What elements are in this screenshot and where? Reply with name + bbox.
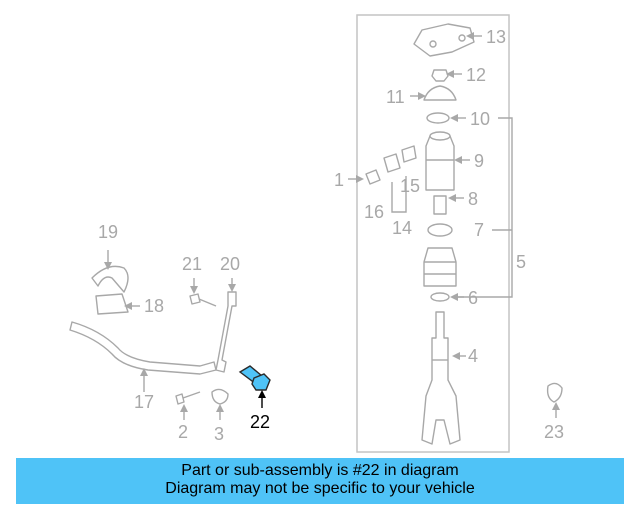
parts-diagram: 1 2 3 4 5 6 7 8 9 10 11 12 13 14 15 16 1…: [69, 14, 564, 453]
part-8-bump-stop[interactable]: [433, 195, 447, 215]
part-10-washer[interactable]: [426, 112, 450, 124]
callout-19[interactable]: 19: [98, 222, 118, 242]
callout-6[interactable]: 6: [468, 288, 478, 308]
callout-2[interactable]: 2: [178, 422, 188, 442]
part-3-nut[interactable]: [211, 388, 229, 405]
part-15-sleeve[interactable]: [401, 145, 417, 163]
callout-14[interactable]: 14: [392, 218, 412, 238]
part-11-bearing[interactable]: [423, 85, 457, 101]
part-4-shock-absorber[interactable]: [421, 311, 461, 445]
callout-17[interactable]: 17: [134, 392, 154, 412]
callout-15[interactable]: 15: [400, 176, 420, 196]
callout-4[interactable]: 4: [468, 346, 478, 366]
banner-line-2: Diagram may not be specific to your vehi…: [165, 480, 475, 497]
part-1-fitting[interactable]: [365, 169, 381, 185]
bracket-14: [391, 176, 407, 213]
part-16-bushing[interactable]: [383, 153, 401, 173]
callout-20[interactable]: 20: [220, 254, 240, 274]
part-6-seal[interactable]: [430, 292, 450, 302]
part-7-ring[interactable]: [427, 223, 453, 237]
part-20-link[interactable]: [215, 291, 237, 373]
banner-line-1: Part or sub-assembly is #22 in diagram: [181, 462, 459, 479]
part-2-bolt[interactable]: [175, 393, 185, 405]
callout-5[interactable]: 5: [516, 252, 526, 272]
part-18-bushing[interactable]: [95, 293, 129, 315]
part-12-nut[interactable]: [431, 69, 449, 82]
bracket-10-5: [454, 117, 513, 298]
part-5-dust-boot[interactable]: [423, 247, 457, 287]
callout-23[interactable]: 23: [544, 422, 564, 442]
callout-7[interactable]: 7: [474, 220, 484, 240]
part-17-stabilizer-bar[interactable]: [69, 321, 217, 375]
callout-3[interactable]: 3: [214, 424, 224, 444]
part-9-air-spring[interactable]: [425, 135, 455, 191]
part-22-bolt[interactable]: [238, 365, 271, 391]
callout-22[interactable]: 22: [250, 412, 270, 432]
callout-13[interactable]: 13: [486, 27, 506, 47]
callout-21[interactable]: 21: [182, 254, 202, 274]
leader-lines: [104, 32, 560, 420]
callout-16[interactable]: 16: [364, 202, 384, 222]
part-21-bolt[interactable]: [189, 293, 201, 305]
part-23-nut[interactable]: [546, 382, 563, 403]
callout-8[interactable]: 8: [468, 189, 478, 209]
info-banner: Part or sub-assembly is #22 in diagram D…: [16, 458, 624, 504]
callout-1[interactable]: 1: [334, 170, 344, 190]
strut-assembly-frame: [356, 14, 510, 453]
callout-18[interactable]: 18: [144, 296, 164, 316]
part-19-clamp[interactable]: [91, 265, 129, 293]
callout-9[interactable]: 9: [474, 151, 484, 171]
callout-10[interactable]: 10: [470, 109, 490, 129]
callout-11[interactable]: 11: [386, 87, 405, 107]
callout-12[interactable]: 12: [466, 65, 486, 85]
